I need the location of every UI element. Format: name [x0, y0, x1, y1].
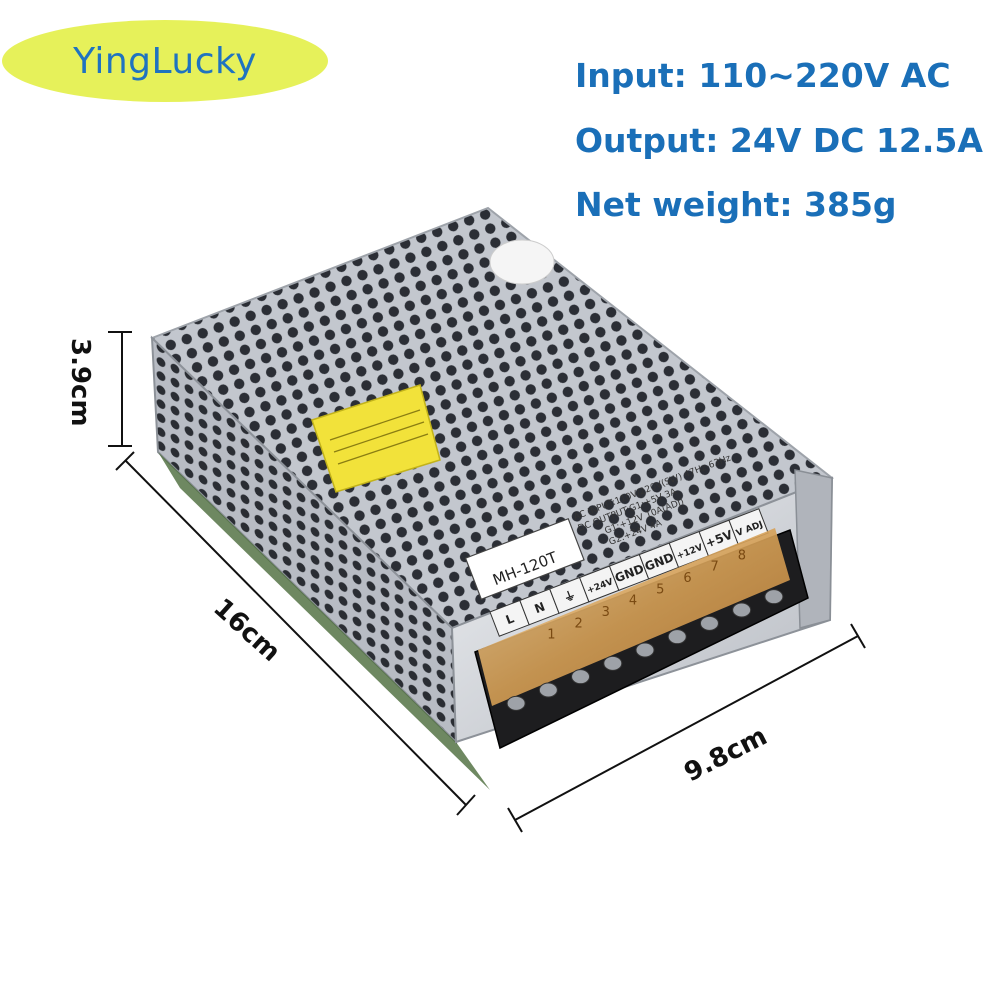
terminal-label-text: ⏚ [562, 588, 578, 605]
terminal-label-cell: L [489, 599, 530, 637]
spec-output: Output: 24V DC 12.5A [575, 121, 983, 160]
terminal-label-cell: +5V [698, 519, 739, 557]
terminal-number: 1 [547, 628, 555, 643]
dimension-width-label: 9.8cm [680, 721, 773, 788]
dimension-height-label: 3.9cm [65, 338, 95, 427]
terminal-cover [478, 528, 790, 706]
terminal-label-cell: N [519, 588, 560, 626]
terminal-label-cell: +12V [668, 531, 710, 569]
dimension-height [108, 331, 132, 447]
terminal-number: 3 [602, 605, 610, 620]
terminal-label-cell: ⏚ [549, 576, 590, 614]
brand-name: YingLucky [73, 40, 257, 82]
terminal-screw [699, 615, 719, 631]
terminal-screw [538, 682, 558, 698]
terminal-number: 7 [711, 560, 719, 575]
terminal-label-text: N [533, 599, 547, 616]
warning-sticker [311, 384, 441, 493]
terminal-screw [764, 589, 784, 605]
terminal-label-cell: GND [608, 553, 650, 591]
terminal-number: 8 [738, 548, 746, 563]
terminal-screw [732, 602, 752, 618]
terminal-number: 6 [683, 571, 691, 586]
terminal-number: 5 [656, 582, 664, 597]
terminal-screw [667, 629, 687, 645]
terminal-screw [603, 655, 623, 671]
brand-badge: YingLucky [2, 20, 328, 102]
spec-weight: Net weight: 385g [575, 185, 897, 224]
circuit-board-edge [158, 452, 490, 790]
terminal-screw [506, 695, 526, 711]
terminal-screw [635, 642, 655, 658]
terminal-number: 2 [574, 616, 582, 631]
terminal-screw [571, 669, 591, 685]
terminal-screws: 1 2 3 4 5 6 7 8 [506, 548, 784, 711]
spec-input: Input: 110~220V AC [575, 56, 951, 95]
dimension-length [115, 451, 476, 816]
terminal-label-cell: GND [638, 542, 680, 580]
terminal-number: 4 [629, 594, 637, 609]
round-sticker [489, 239, 555, 285]
dimension-width [507, 623, 866, 833]
dimension-length-label: 16cm [207, 593, 286, 668]
chassis-flange [794, 469, 833, 629]
